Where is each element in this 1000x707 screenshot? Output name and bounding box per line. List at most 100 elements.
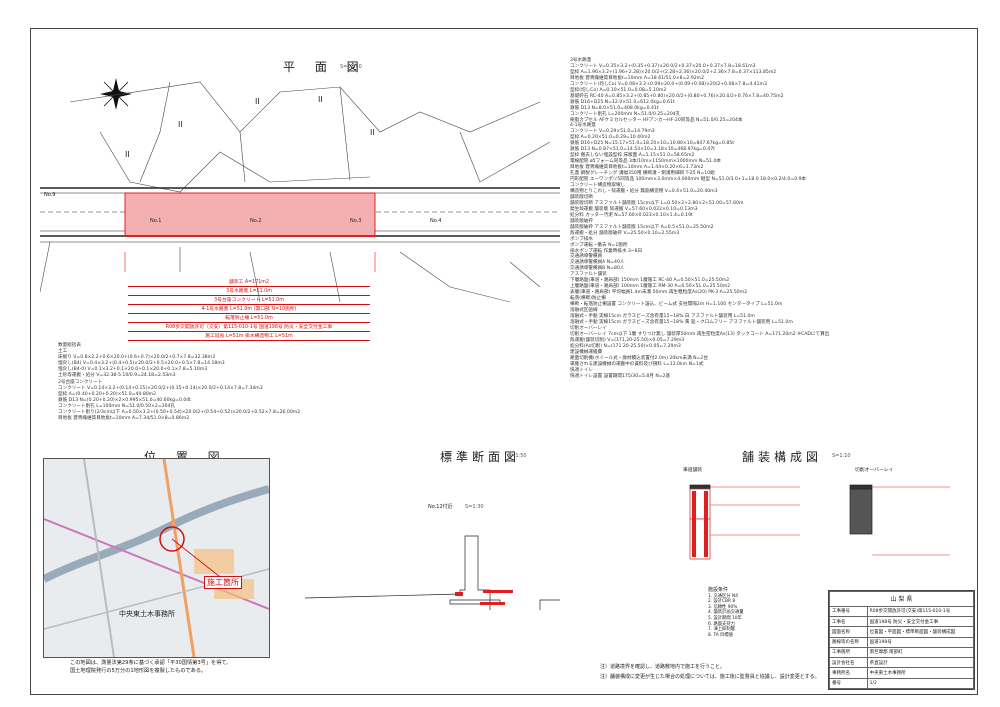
section-subtitle: No.12付近 xyxy=(428,504,453,510)
note-line: 床掘り V=0.8×2.2+0.6×20.0+(0.6+0.7)×20.0/2+… xyxy=(58,355,216,361)
station-label: No.4 xyxy=(430,218,442,224)
tb-key: 工事名 xyxy=(829,615,868,628)
note-line: 目地板 瀝青繊維質目地板t=10mm A=7.34/51.0×8=0.86m2 xyxy=(58,416,190,422)
title-block-office: 山 梨 県 xyxy=(829,591,974,607)
note-line: ポンプ排水 xyxy=(570,236,593,242)
note-line: 溶融式・手動 実線15cm ガラスビーズ含有量15~18% 白 アスファルト舗装… xyxy=(570,313,755,319)
parcel-label: II xyxy=(178,120,183,129)
tb-key: 事務所名 xyxy=(829,667,868,679)
plan-title: 平 面 図 xyxy=(283,60,367,74)
quantity-notes-right: 3号水路蓋コンクリート V=0.35×3.2+(0.35+0.37)×20.0/… xyxy=(570,58,829,379)
section-title: 標準断面図 xyxy=(440,450,521,464)
station-label: No.2 xyxy=(250,218,262,224)
note-line: 型枠 A=(0.40+0.20+0.20)×51.0=40.80m2 xyxy=(58,391,157,397)
note-line: 切削オーバーレイ xyxy=(570,325,607,331)
note-line: 交通誘導警備員A N=40人 xyxy=(570,260,625,266)
station-label: No.1 xyxy=(150,218,162,224)
north-arrow-icon xyxy=(100,78,132,110)
note-line: ポンプ運転・撤去 N=1箇所 xyxy=(570,242,628,248)
legend-line: 2. 設計CBR 8 xyxy=(708,599,736,605)
tb-value: 1/2 xyxy=(866,677,975,690)
callout-line: 施工延長 L=51m 排水構造物工 L=51m xyxy=(128,332,370,341)
note-line: 鉄筋 D13 N=(0.20+0.20)×2×0.995×51.0=40.60k… xyxy=(58,397,191,403)
tb-value: 国道198号 防災・安全交付金工事 xyxy=(866,615,975,628)
note-line: 4-1号水路蓋 xyxy=(570,123,596,129)
tb-value: 中央東土木事務所 xyxy=(866,667,975,679)
note-line: コンクリート削孔 L=200mm N=51.0/0.25=204孔 xyxy=(570,111,681,117)
parcel-label: II xyxy=(255,97,260,106)
section-drawing xyxy=(304,535,560,610)
note-line: 殻運搬・処分 舗装版破砕 V=25.50×0.10=2.55m3 xyxy=(570,230,680,236)
parcel-label: II xyxy=(318,95,323,104)
note-line: 溶融式区画線 xyxy=(570,308,598,314)
note-line: 型枠(均しCo) A=0.10×51.0=0.08=5.10m2 xyxy=(570,87,667,93)
note-line: 舗装版破砕 xyxy=(570,218,593,224)
plan-scale: S=1:350 xyxy=(340,64,362,70)
tb-key: 工事番号 xyxy=(829,605,868,617)
note-line: 鉄筋 D13 N=8.0×51.0=408.0kg=0.41t xyxy=(570,105,659,111)
note-line: 舗装版切断 xyxy=(570,194,593,200)
note-line: 鉄筋 D16+D25 N=12.0×51.0=612.0kg=0.61t xyxy=(570,99,675,105)
note-line: 数量総括表 xyxy=(58,343,81,348)
note-line: 構造物とりこわし・殻運搬・処分 無筋構造物 V=0.4×51.0=20.40m3 xyxy=(570,188,718,194)
note-line: 発生殻運搬 舗装版 殻運搬 V=57.60×0.022×0.10=0.13m3 xyxy=(570,206,698,212)
section-subscale: S=1:30 xyxy=(465,504,484,510)
note-line: 土工 xyxy=(58,349,68,355)
tb-value: 位置図・平面図・標準断面図・舗装構成図 xyxy=(866,626,975,638)
note-line: 樹脂カプセル AFケミカルセッター HFアンカーHF-20同等品 N=51.0/… xyxy=(570,117,743,123)
plan-view xyxy=(40,78,560,303)
caption-line: 国土地理院発行の5万分の1地形図を複製したものである。 xyxy=(70,668,207,674)
pavement-drawing xyxy=(689,484,950,560)
tb-value: R08歩交開放許可(交安)第115-010-1号 xyxy=(866,605,975,617)
pavement-col2-title: 切削オーバーレイ xyxy=(855,468,894,473)
drawing-frame xyxy=(30,28,978,695)
note-line: 埋戻し(B4) V=0.4×3.2+(0.4+0.5)×20.0/2+0.5×2… xyxy=(58,361,225,367)
pavement-legend: 施設条件 1. 交通区分 N4 2. 設計CBR 8 3. 信頼性 90% 4.… xyxy=(708,587,778,638)
note-line: 2号台座コンクリート xyxy=(58,379,103,385)
note-line: 目地板 瀝青繊維質目地板t=10mm A=18.61/51.0×8=2.92m2 xyxy=(570,75,705,81)
project-site-label: 施工箇所 xyxy=(204,576,242,589)
note-line: アスファルト舗装 xyxy=(570,272,607,278)
note-line: コンクリート V=0.29×51.0=14.79m3 xyxy=(570,129,655,135)
note-line: コンクリート V=0.14×3.2+(0.14+0.15)×20.0/2+(0.… xyxy=(58,385,263,391)
office-label: 中央東土木事務所 xyxy=(119,610,175,618)
note-line: 処分料(As切削) N=(171.20-25.50)×0.05=7.29m3 xyxy=(570,343,681,349)
note-line: 表層(車道・路肩部) 平均幅員1.4m未満 50mm 再生粗粒度As(20) P… xyxy=(570,290,748,296)
callout-line: 4-1号水路蓋 L=51.0m (開口部 N=10箇所) xyxy=(128,305,370,314)
work-area-highlight xyxy=(124,192,376,237)
legend-title: 施設条件 xyxy=(708,587,729,593)
pavement-scale: S=1:10 xyxy=(832,453,851,459)
callout-line: 3号水路蓋 L=51.0m xyxy=(128,287,370,296)
legend-line: 1. 交通区分 N4 xyxy=(708,593,738,599)
note-line: 舗装版切断 アスファルト舗装版 15cm以下 L=0.50×2+2.80×2+5… xyxy=(570,200,744,206)
note-line: コンクリート構造物取壊し xyxy=(570,183,626,189)
tb-value: 県直設計 xyxy=(866,657,975,669)
note-line: コンクリート V=0.35×3.2+(0.35+0.37)×20.0/2+0.3… xyxy=(570,63,756,69)
section-scale: S=1:50 xyxy=(508,453,527,459)
plan-callouts: 舗装工 A=171m2 3号水路蓋 L=51.0m 3号台座コンクリート L=5… xyxy=(128,278,370,341)
note-line: 円形配管 エーワンポリ5同等品 100mm×3.0mm×4.000mm 継型 N… xyxy=(570,177,807,183)
note-line: 電線配管 ø5フォーム同等品 3本/10m×1150mm×1000mm N=51… xyxy=(570,159,721,165)
note-line: 転落(横断)防止柵 xyxy=(570,296,606,302)
note-line: 溶融式・手動 実線15cm ガラスビーズ含有量15~18% 黄 鉛・クロムフリー… xyxy=(570,319,793,325)
note-line: 鉄筋 D13 N=0.87×51.0=14.53×10=3.18×10=468.… xyxy=(570,147,715,153)
note-line: 孔蓋 鋼製グレーチング 溝幅350用 横断溝・側溝用細目 T-25 N=10組 xyxy=(570,171,715,177)
note-line: 路面切削機(ホイール式・廃材積込装置付2.0m) 20km未満 N=2台 xyxy=(570,355,708,361)
note-line: 上層路盤(車道・路肩部) 100mm 1層施工 RM-30 A=0.50×51.… xyxy=(570,284,731,290)
footnote-line: 注）道路境界を確認し、道路敷地内で施工を行うこと。 xyxy=(600,664,726,670)
legend-line: 7. 凍上抑制層 xyxy=(708,627,735,633)
project-site-marker xyxy=(159,526,185,552)
legend-line: 6. 路盤支持力 xyxy=(708,621,735,627)
callout-line: 舗装工 A=171m2 xyxy=(128,278,370,287)
note-line: 交通誘導警備員 xyxy=(570,254,603,260)
note-line: 建設機械運搬費 xyxy=(570,349,603,355)
note-line: 土砂等運搬・処分 V=32.38-5.10/0.9=24.18=2.53m3 xyxy=(58,373,176,379)
caption-line: この地図は、測量法第29条に基づく承認「平30国情第3号」を得て、 xyxy=(70,660,232,666)
note-line: 快適トイレ xyxy=(570,367,593,373)
note-line: 埋戻し(B4-0) V=0.1×3.2+0.1×20.0+0.1×20.0+0.… xyxy=(58,367,208,373)
note-line: 運搬される建設機械の運搬中の賃料及び損料 L=13.0km N=1式 xyxy=(570,361,704,367)
callout-line: 3号台座コンクリート L=51.0m xyxy=(128,296,370,305)
tb-key: 設計会社名 xyxy=(829,657,868,669)
note-line: 処分料 カッター汚泥 N=57.60×0.023×0.10×1.4=0.19t xyxy=(570,212,693,218)
